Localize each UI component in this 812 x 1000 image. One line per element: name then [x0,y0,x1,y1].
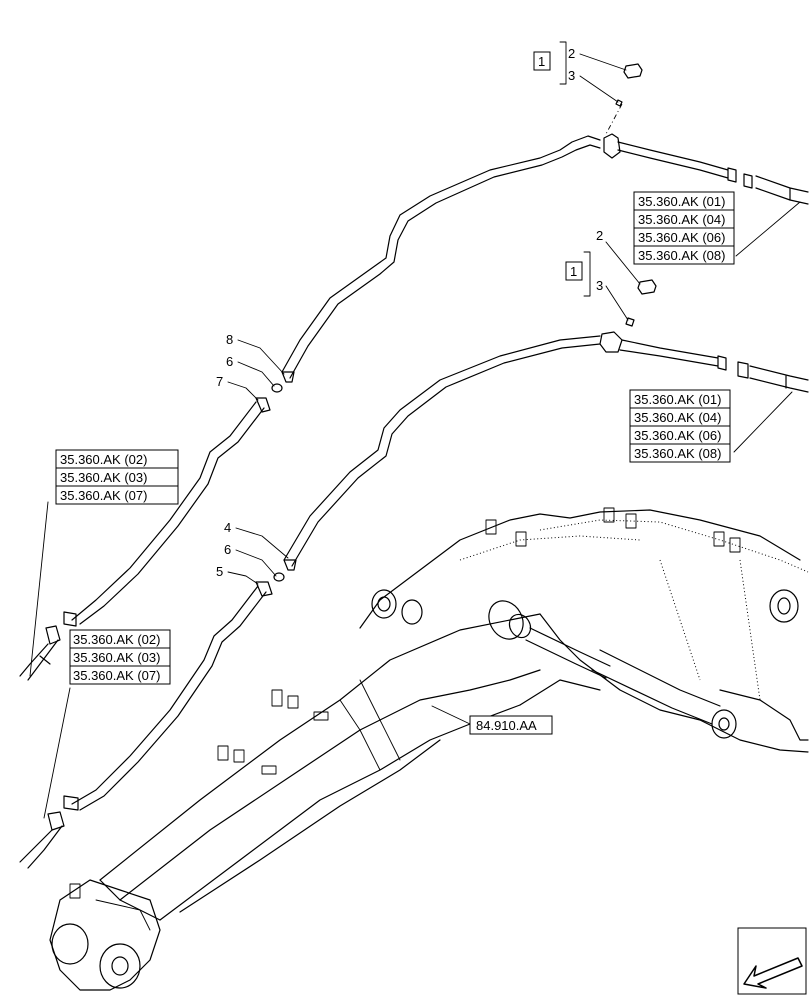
callout-3: 3 [568,68,575,83]
clamps [69,507,741,899]
leaders [29,41,801,819]
hose-upper-left [19,397,271,681]
callout-4: 4 [224,520,231,535]
lower-tube [283,331,809,571]
hose-lower-left [19,581,273,869]
callout-group-upper: 1 2 3 [533,46,575,83]
ref-leftlower-3: 35.360.AK (07) [73,668,160,683]
callout-box-1 [533,51,551,71]
callout-1: 1 [538,54,545,69]
boom-pins [371,589,799,625]
ref-group-midright: 35.360.AK (01) 35.360.AK (04) 35.360.AK … [629,389,731,463]
callout-7: 7 [216,374,223,389]
ref-leftupper-3: 35.360.AK (07) [60,488,147,503]
ref-group-leftupper: 35.360.AK (02) 35.360.AK (03) 35.360.AK … [55,449,179,505]
ref-leftlower-1: 35.360.AK (02) [73,632,160,647]
callout-group-lower: 1 2 3 [565,228,603,293]
ref-topright-4: 35.360.AK (08) [638,248,725,263]
ref-leftupper-1: 35.360.AK (02) [60,452,147,467]
plug-upper [605,63,643,135]
callout-3b: 3 [596,278,603,293]
direction-arrow-icon [737,927,807,995]
ref-boom-label: 84.910.AA [476,718,537,733]
callout-5: 5 [216,564,223,579]
ref-midright-4: 35.360.AK (08) [634,446,721,461]
o-rings [271,383,285,582]
ref-leftupper-2: 35.360.AK (03) [60,470,147,485]
callout-6b: 6 [224,542,231,557]
ref-group-leftlower: 35.360.AK (02) 35.360.AK (03) 35.360.AK … [69,629,171,685]
ref-midright-3: 35.360.AK (06) [634,428,721,443]
callout-8: 8 [226,332,233,347]
ref-topright-2: 35.360.AK (04) [638,212,725,227]
callout-2b: 2 [596,228,603,243]
hydraulic-cylinder [488,600,737,739]
ref-topright-3: 35.360.AK (06) [638,230,725,245]
ref-leftlower-2: 35.360.AK (03) [73,650,160,665]
callout-1b: 1 [570,264,577,279]
plug-lower [625,279,657,327]
boom-tip [49,879,161,991]
upper-tube [281,133,809,383]
ref-topright-1: 35.360.AK (01) [638,194,725,209]
ref-boom: 84.910.AA [469,715,553,735]
boom-arm [99,509,809,921]
ref-midright-2: 35.360.AK (04) [634,410,721,425]
ref-group-topright: 35.360.AK (01) 35.360.AK (04) 35.360.AK … [633,191,735,265]
callout-2: 2 [568,46,575,61]
ref-midright-1: 35.360.AK (01) [634,392,721,407]
callout-6a: 6 [226,354,233,369]
callout-box-1b [565,261,583,281]
